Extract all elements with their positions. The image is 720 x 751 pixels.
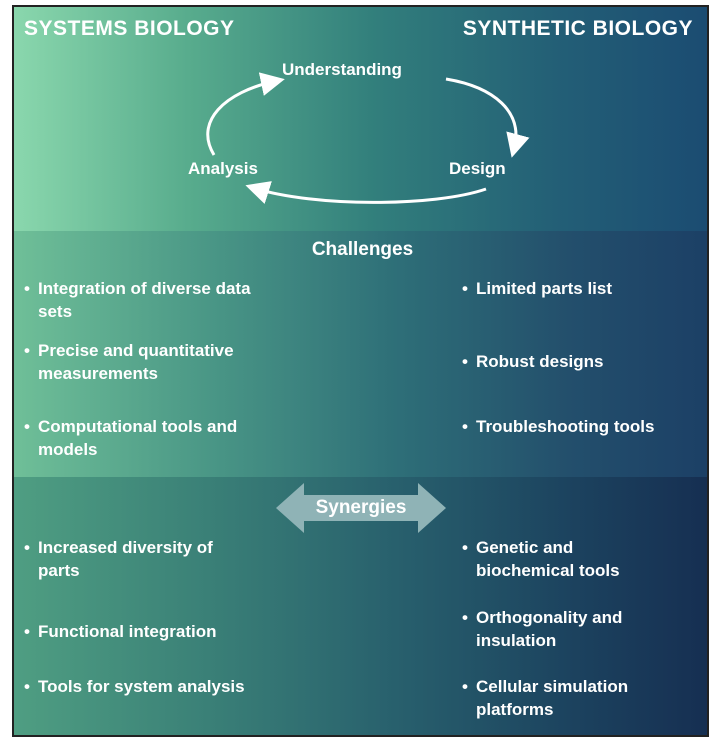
diagram-arrows — [206, 72, 530, 533]
synergy-right-2: •Orthogonality and insulation — [462, 608, 623, 650]
arrow-design-to-analysis — [245, 181, 487, 204]
synergy-right-3: •Cellular simulation platforms — [462, 677, 629, 719]
diagram-frame: SYSTEMS BIOLOGY SYNTHETIC BIOLOGY Unders… — [12, 5, 709, 737]
cycle-section — [14, 7, 707, 231]
synergy-left-1: •Increased diversity of parts — [24, 538, 213, 580]
synergy-left-2: •Functional integration — [24, 622, 217, 641]
challenge-right-3: •Troubleshooting tools — [462, 417, 655, 436]
challenges-title: Challenges — [311, 239, 414, 260]
challenge-left-1: •Integration of diverse data sets — [24, 279, 251, 321]
challenge-right-2: •Robust designs — [462, 352, 604, 371]
arrow-understanding-to-design — [445, 77, 530, 158]
cycle-understanding: Understanding — [282, 60, 402, 79]
challenge-right-1: •Limited parts list — [462, 279, 613, 298]
synergy-left-3: •Tools for system analysis — [24, 677, 245, 696]
challenge-left-3: •Computational tools and models — [24, 417, 238, 459]
cycle-design: Design — [449, 159, 506, 178]
challenge-left-2: •Precise and quantitative measurements — [24, 341, 234, 383]
arrow-analysis-to-understanding — [206, 72, 285, 156]
synthetic-biology-title: SYNTHETIC BIOLOGY — [462, 17, 693, 40]
cycle-analysis: Analysis — [188, 159, 258, 178]
systems-biology-title: SYSTEMS BIOLOGY — [24, 17, 235, 40]
synergies-double-arrow — [276, 483, 446, 533]
synergies-title: Synergies — [315, 497, 407, 518]
challenges-section — [14, 231, 707, 477]
synergy-right-1: •Genetic and biochemical tools — [462, 538, 620, 580]
